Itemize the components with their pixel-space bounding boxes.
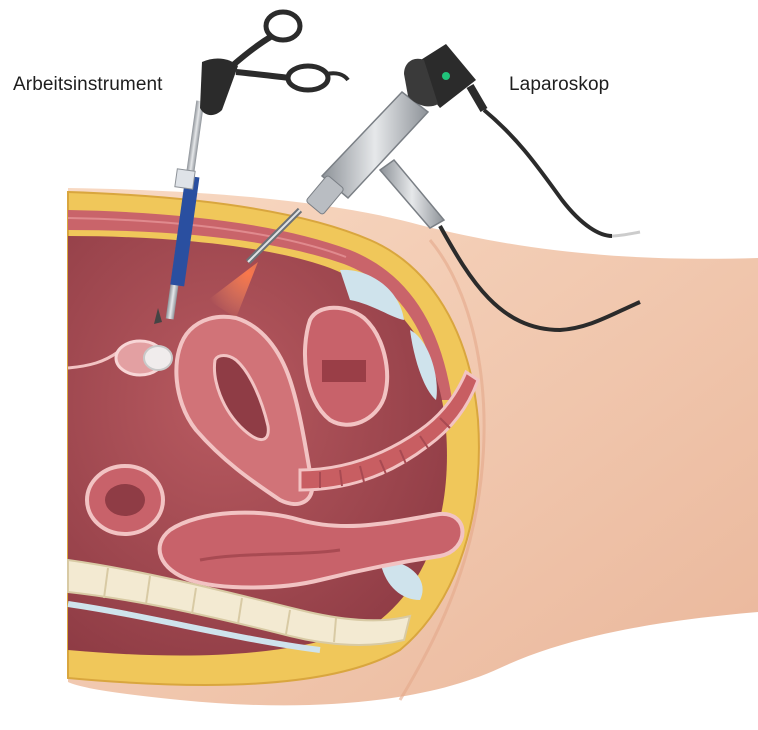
laparoscope-label: Laparoskop xyxy=(509,74,609,96)
instrument-label: Arbeitsinstrument xyxy=(13,74,163,96)
